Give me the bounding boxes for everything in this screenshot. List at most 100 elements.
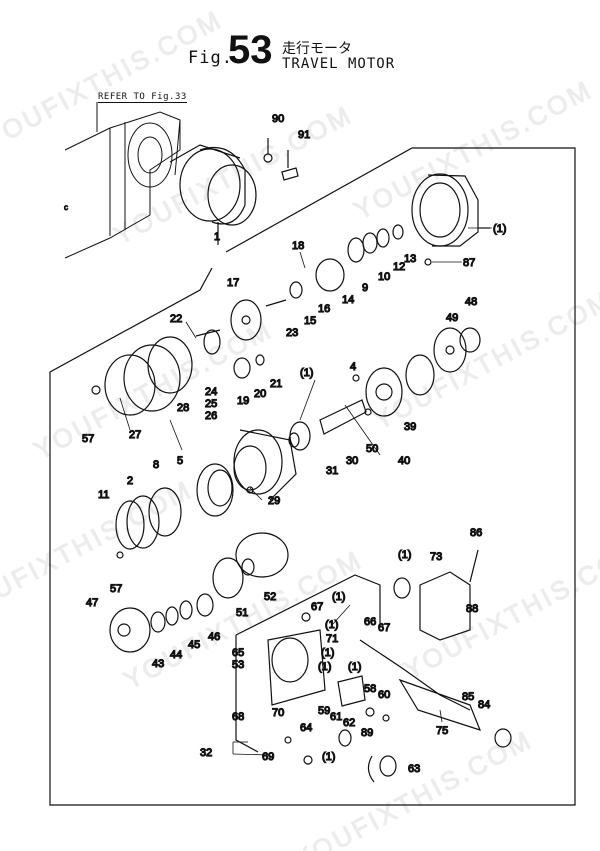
part-label: 64: [300, 722, 312, 734]
part-label: 67: [311, 601, 323, 613]
motor-assembly-top: [169, 144, 257, 245]
part-label: 8: [153, 459, 159, 471]
part-label: 43: [152, 658, 164, 670]
part-label: 89: [361, 727, 373, 739]
part-label: 47: [86, 597, 98, 609]
part-label: 15: [304, 315, 316, 327]
ring-gear-housing: [411, 173, 490, 266]
watermark: YOUFIXTHIS.COM: [349, 74, 598, 225]
part-label: 19: [237, 395, 249, 407]
motor-housing: [233, 429, 297, 501]
part-label: 66: [364, 616, 376, 628]
part-label: 39: [404, 421, 416, 433]
refer-note: REFER TO Fig.33: [98, 92, 187, 103]
seal-rings: [115, 463, 234, 559]
figure-number: 53: [228, 28, 273, 72]
assembly-outline: [49, 147, 576, 806]
spool-valves: [337, 675, 390, 747]
part-label: 49: [446, 312, 458, 324]
part-label: 32: [200, 747, 212, 759]
drive-shaft: [288, 399, 372, 451]
part-label: (1): [493, 223, 506, 235]
part-label: 17: [227, 277, 239, 289]
part-label: 51: [236, 607, 248, 619]
part-label: 57: [110, 583, 122, 595]
svg-text:c: c: [64, 203, 68, 212]
watermark: YOUFIXTHIS.COM: [369, 284, 600, 435]
part-label: 67: [378, 622, 390, 634]
part-label: 48: [465, 296, 477, 308]
watermark: YOUFIXTHIS.COM: [399, 534, 600, 685]
relief-valve: [393, 549, 479, 641]
reference-machine: c: [64, 102, 181, 259]
cylinder-block: [352, 354, 435, 417]
part-label: 2: [127, 475, 133, 487]
part-label: 16: [318, 303, 330, 315]
part-label: 61: [330, 711, 342, 723]
part-label: 52: [264, 591, 276, 603]
part-label: 12: [393, 261, 405, 273]
part-label: 40: [398, 455, 410, 467]
part-label: 1: [214, 231, 220, 243]
part-label: 70: [272, 707, 284, 719]
part-label: 28: [177, 402, 189, 414]
part-label: (1): [300, 367, 313, 379]
part-label: 30: [346, 455, 358, 467]
part-label: 27: [129, 429, 141, 441]
part-label: 59: [318, 705, 330, 717]
watermark: YOUFIXTHIS.COM: [109, 99, 358, 250]
part-label: 4: [350, 361, 356, 373]
part-label: 26: [205, 410, 217, 422]
part-label: 21: [270, 378, 282, 390]
part-label: (1): [318, 661, 331, 673]
watermark: YOUFIXTHIS.COM: [29, 314, 278, 465]
plug-hose: [284, 736, 397, 783]
part-label: 88: [466, 603, 478, 615]
part-label: 5: [177, 455, 183, 467]
part-label: 22: [170, 313, 182, 325]
leader-lines: [119, 227, 492, 756]
part-label: 69: [262, 751, 274, 763]
part-label: 91: [298, 129, 310, 141]
part-label: 23: [286, 327, 298, 339]
part-label: 10: [378, 271, 390, 283]
part-label: 44: [170, 649, 182, 661]
part-label: (1): [321, 647, 334, 659]
part-label: 57: [82, 433, 94, 445]
part-label: (1): [332, 591, 345, 603]
figure-title: TRAVEL MOTOR: [282, 56, 396, 72]
part-label: 45: [188, 639, 200, 651]
part-label: 29: [268, 495, 280, 507]
part-label: 65: [232, 647, 244, 659]
part-label: 90: [272, 113, 284, 125]
part-label: 24: [205, 386, 217, 398]
figure-prefix: Fig.: [188, 48, 233, 68]
figure-title-japanese: 走行モータ: [282, 41, 352, 57]
valve-cartridge: [359, 639, 512, 748]
part-label: 18: [292, 240, 304, 252]
bearing-stack: [289, 224, 404, 299]
part-label: 75: [436, 725, 448, 737]
part-label: 68: [232, 711, 244, 723]
part-label: 13: [404, 253, 416, 265]
brake-plates: [195, 299, 287, 379]
part-label: (1): [325, 619, 338, 631]
part-label: 53: [232, 659, 244, 671]
part-label: 20: [254, 388, 266, 400]
part-label: 46: [208, 631, 220, 643]
part-label: 71: [326, 633, 338, 645]
part-label: (1): [322, 751, 335, 763]
part-label: 87: [463, 257, 475, 269]
end-cover: [212, 532, 289, 599]
part-label: 60: [378, 689, 390, 701]
part-label: 11: [98, 489, 109, 501]
part-label: (1): [348, 661, 361, 673]
valve-housing: [235, 574, 381, 753]
part-label: 58: [364, 683, 376, 695]
part-label-group: 90 91 1 (1) 87 18 13 12 10 9 14 17 15 16…: [81, 112, 507, 775]
part-label: (1): [398, 549, 411, 561]
part-label: 31: [326, 465, 338, 477]
bolt-washer: [263, 138, 299, 181]
